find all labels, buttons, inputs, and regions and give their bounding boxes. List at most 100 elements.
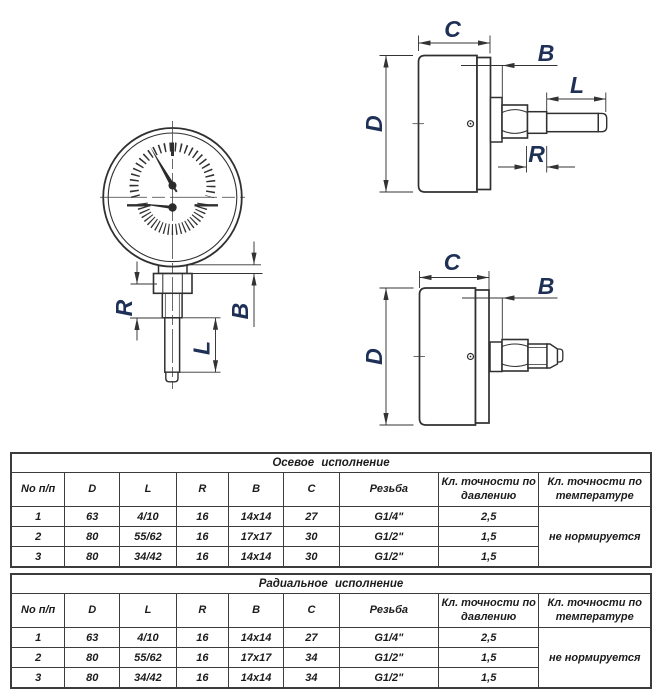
- column-header: R: [175, 472, 230, 507]
- table-cell: 16: [175, 526, 230, 547]
- dim-label-r-front: R: [111, 299, 137, 316]
- axial-case: [417, 54, 478, 193]
- table-cell: 4/10: [119, 506, 177, 527]
- table-cell: 16: [175, 506, 230, 527]
- temperature-scale-ticks: [136, 202, 209, 235]
- dim-label-c-radial: C: [444, 249, 461, 275]
- table-cell: 1,5: [437, 546, 540, 568]
- table-cell: 63: [64, 627, 121, 648]
- table-cell: G1/2": [338, 667, 439, 689]
- table-row: 2 80 55/62 16 17x17 30 G1/2" 1,5: [10, 526, 651, 547]
- column-header: L: [119, 472, 177, 507]
- table-cell: 2,5: [437, 506, 540, 527]
- table-cell: 16: [175, 546, 230, 568]
- radial-boss: [489, 341, 503, 373]
- dim-label-c-axial: C: [444, 16, 461, 42]
- table-row: 3 80 34/42 16 14x14 30 G1/2" 1,5: [10, 546, 651, 568]
- column-header: Резьба: [338, 593, 439, 628]
- dim-label-b-front: B: [227, 303, 253, 320]
- temperature-note-cell: не нормируется: [538, 506, 652, 568]
- axial-spec-table: Осевое исполнение No п/п D L R B C Резьб…: [10, 452, 652, 568]
- column-header: C: [283, 472, 340, 507]
- radial-tip-cap: [556, 348, 564, 363]
- table-cell: 27: [283, 506, 340, 527]
- axial-view-drawing: D C B L R: [361, 16, 608, 193]
- table-cell: G1/4": [338, 506, 439, 527]
- table-row: 3 80 34/42 16 14x14 34 G1/2" 1,5: [10, 667, 651, 689]
- dim-label-l-front: L: [189, 341, 215, 355]
- column-header: D: [64, 472, 121, 507]
- table-cell: 14x14: [228, 667, 285, 689]
- table-cell: 34/42: [119, 667, 177, 689]
- table-title-row: Осевое исполнение: [10, 452, 652, 473]
- table-cell: 2: [10, 526, 66, 547]
- radial-back-screw: [466, 352, 475, 361]
- radial-table-section: Радиальное исполнение No п/п D L R B C Р…: [10, 573, 652, 689]
- column-header: Кл. точности по температуре: [538, 593, 652, 628]
- table-cell: 17x17: [228, 647, 285, 668]
- table-row: 2 80 55/62 16 17x17 34 G1/2" 1,5: [10, 647, 651, 668]
- table-cell: 30: [283, 526, 340, 547]
- table-cell: 17x17: [228, 526, 285, 547]
- column-header: Кл. точности по давлению: [437, 593, 540, 628]
- column-header: B: [228, 472, 285, 507]
- table-cell: 1: [10, 627, 66, 648]
- column-header: No п/п: [10, 593, 66, 628]
- column-header: R: [175, 593, 230, 628]
- table-cell: 14x14: [228, 546, 285, 568]
- pressure-needle: [150, 146, 175, 187]
- column-header: No п/п: [10, 472, 66, 507]
- table-cell: G1/2": [338, 526, 439, 547]
- table-cell: 3: [10, 667, 66, 689]
- table-cell: 55/62: [119, 647, 177, 668]
- table-cell: 27: [283, 627, 340, 648]
- table-cell: 2: [10, 647, 66, 668]
- table-cell: 80: [64, 647, 121, 668]
- technical-drawing: R L B D: [100, 16, 608, 426]
- column-header: Резьба: [338, 472, 439, 507]
- table-cell: 34/42: [119, 546, 177, 568]
- dim-label-d-radial: D: [361, 348, 387, 365]
- table-cell: 80: [64, 667, 121, 689]
- table-cell: 55/62: [119, 526, 177, 547]
- table-cell: 2,5: [437, 627, 540, 648]
- table-cell: 3: [10, 546, 66, 568]
- table-cell: 16: [175, 667, 230, 689]
- column-header: Кл. точности по давлению: [437, 472, 540, 507]
- temperature-needle-pivot: [168, 203, 177, 212]
- axial-probe-cap: [597, 112, 608, 133]
- temperature-needle: [136, 203, 174, 210]
- table-cell: 1,5: [437, 667, 540, 689]
- table-cell: 14x14: [228, 627, 285, 648]
- table-cell: 4/10: [119, 627, 177, 648]
- column-header: Кл. точности по температуре: [538, 472, 652, 507]
- column-header: C: [283, 593, 340, 628]
- table-cell: 63: [64, 506, 121, 527]
- column-header: L: [119, 593, 177, 628]
- axial-table-section: Осевое исполнение No п/п D L R B C Резьб…: [10, 452, 652, 568]
- table-title: Осевое исполнение: [10, 452, 652, 473]
- pressure-needle-pivot: [168, 181, 177, 190]
- table-header-row: No п/п D L R B C Резьба Кл. точности по …: [10, 593, 652, 628]
- table-row: 1 63 4/10 16 14x14 27 G1/4" 2,5 не норми…: [10, 506, 652, 568]
- axial-probe: [545, 112, 600, 133]
- dim-label-b-axial: B: [538, 40, 555, 66]
- column-header: D: [64, 593, 121, 628]
- dim-label-b-radial: B: [538, 273, 555, 299]
- axial-back-screw: [466, 120, 475, 128]
- pressure-scale-ticks: [129, 142, 216, 199]
- table-cell: 80: [64, 526, 121, 547]
- table-row: 1 63 4/10 16 14x14 27 G1/4" 2,5 не норми…: [10, 627, 652, 689]
- radial-spec-table: Радиальное исполнение No п/п D L R B C Р…: [10, 573, 652, 689]
- table-title-row: Радиальное исполнение: [10, 573, 652, 594]
- table-cell: 16: [175, 647, 230, 668]
- table-cell: G1/2": [338, 647, 439, 668]
- column-header: B: [228, 593, 285, 628]
- axial-thread: [526, 110, 548, 135]
- front-view-drawing: R L B: [100, 121, 263, 389]
- table-cell: 34: [283, 667, 340, 689]
- table-cell: 1,5: [437, 647, 540, 668]
- table-cell: 34: [283, 647, 340, 668]
- table-title: Радиальное исполнение: [10, 573, 652, 594]
